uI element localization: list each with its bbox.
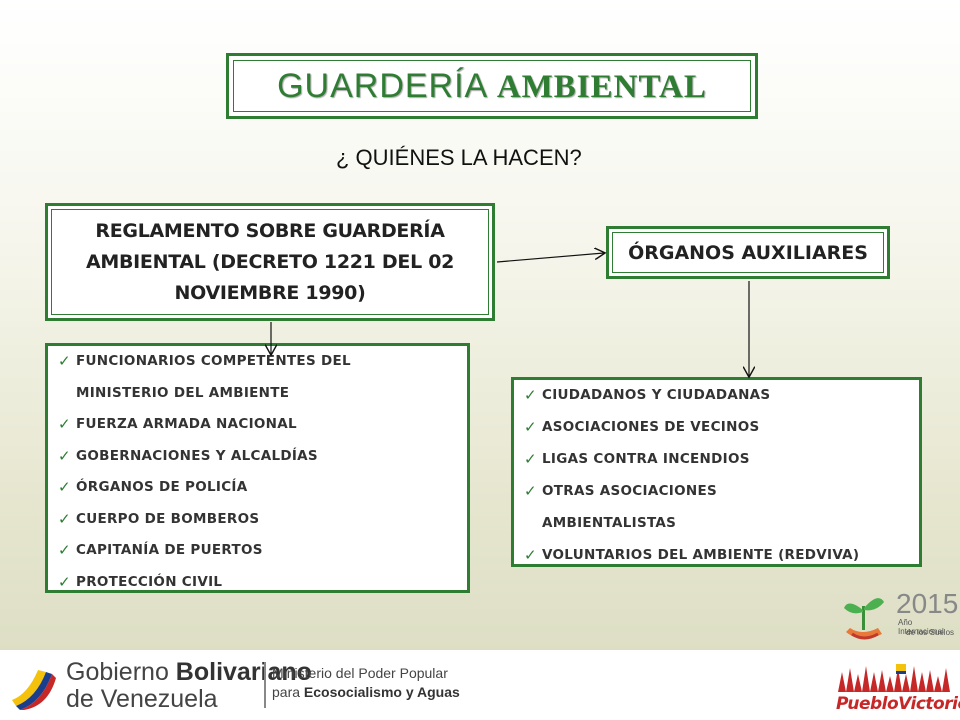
list-item-label: ÓRGANOS DE POLICÍA <box>76 479 248 495</box>
regulation-line: REGLAMENTO SOBRE GUARDERÍA <box>95 220 445 242</box>
government-name-line2: de Venezuela <box>66 685 218 713</box>
check-icon: ✓ <box>58 446 71 465</box>
list-item-label: ASOCIACIONES DE VECINOS <box>542 419 760 435</box>
list-item: ✓MINISTERIO DEL AMBIENTE <box>58 380 351 412</box>
regulation-text: REGLAMENTO SOBRE GUARDERÍA AMBIENTAL (DE… <box>48 216 492 309</box>
year-label: 2015 <box>896 588 959 619</box>
question-heading: ¿ QUIÉNES LA HACEN? <box>336 145 582 170</box>
ministry-word-bold: Ecosocialismo y Aguas <box>303 684 460 700</box>
regulation-line: AMBIENTAL (DECRETO 1221 DEL 02 <box>85 251 455 273</box>
check-icon: ✓ <box>58 415 71 433</box>
list-item: ✓ CIUDADANOS Y CIUDADANAS <box>524 382 859 414</box>
list-item-label: AMBIENTALISTAS <box>542 515 677 531</box>
list-item-label: LIGAS CONTRA INCENDIOS <box>542 451 750 467</box>
crowd-logo-icon <box>838 664 950 692</box>
right-list-box: ✓ CIUDADANOS Y CIUDADANAS ✓ ASOCIACIONES D… <box>511 377 922 567</box>
regulation-inner-frame <box>51 209 489 315</box>
venezuela-flag-icon <box>12 670 56 710</box>
year-caption: de los Suelos <box>906 628 955 637</box>
check-icon: ✓ <box>58 572 71 591</box>
footer-divider <box>264 662 266 708</box>
list-item-label: CUERPO DE BOMBEROS <box>76 510 260 527</box>
title-part1: GUARDERÍA <box>277 66 487 105</box>
list-item: ✓ FUERZA ARMADA NACIONAL <box>58 411 351 443</box>
list-item: ✓ PROTECCIÓN CIVIL <box>58 569 351 601</box>
pueblo-victorioso-logo-text: PuebloVictorioso <box>836 694 960 714</box>
ministry-name-line2: para Ecosocialismo y Aguas <box>272 684 460 700</box>
list-item-label: GOBERNACIONES Y ALCALDÍAS <box>76 447 318 464</box>
list-item-label: FUERZA ARMADA NACIONAL <box>76 416 297 432</box>
list-item: ✓ VOLUNTARIOS DEL AMBIENTE (REDVIVA) <box>524 542 859 574</box>
check-icon: ✓ <box>524 450 537 468</box>
list-item-label: FUNCIONARIOS COMPETENTES DEL <box>76 353 351 369</box>
page-title: GUARDERÍA AMBIENTAL <box>277 67 707 106</box>
check-icon: ✓ <box>58 509 71 528</box>
list-item: ✓ FUNCIONARIOS COMPETENTES DEL <box>58 348 351 380</box>
ministry-name-line1: Ministerio del Poder Popular <box>272 665 448 681</box>
left-list: ✓FUNCIONARIOS COMPETENTES DEL ✓MINISTERI… <box>58 348 351 600</box>
title-part2: AMBIENTAL <box>496 68 707 105</box>
check-icon: ✓ <box>524 546 537 564</box>
auxiliary-organs-box: ÓRGANOS AUXILIARES <box>606 226 890 279</box>
check-icon: ✓ <box>524 482 537 500</box>
check-icon: ✓ <box>58 541 71 559</box>
list-item-label: PROTECCIÓN CIVIL <box>76 573 223 590</box>
left-list-box: ✓FUNCIONARIOS COMPETENTES DEL ✓MINISTERI… <box>45 343 470 593</box>
auxiliary-organs-label: ÓRGANOS AUXILIARES <box>628 241 868 264</box>
title-frame: GUARDERÍA AMBIENTAL <box>226 53 758 119</box>
government-word: Gobierno <box>66 658 176 686</box>
year-caption: Año Internacional <box>898 618 944 636</box>
check-icon: ✓ <box>524 386 537 404</box>
list-item-label: CAPITANÍA DE PUERTOS <box>76 542 263 558</box>
footer-bar: Gobierno Bolivariano de Venezuela Minist… <box>0 650 960 720</box>
list-item-label: OTRAS ASOCIACIONES <box>542 483 718 499</box>
auxiliary-inner-frame <box>612 232 884 273</box>
list-item-label: MINISTERIO DEL AMBIENTE <box>76 384 290 401</box>
list-item: ✓AMBIENTALISTAS <box>524 510 859 542</box>
right-list: ✓ CIUDADANOS Y CIUDADANAS ✓ ASOCIACIONES D… <box>524 382 859 574</box>
list-item: ✓ CUERPO DE BOMBEROS <box>58 506 351 538</box>
list-item: ✓ LIGAS CONTRA INCENDIOS <box>524 446 859 478</box>
check-icon: ✓ <box>524 418 537 436</box>
regulation-box: REGLAMENTO SOBRE GUARDERÍA AMBIENTAL (DE… <box>45 203 495 321</box>
check-icon: ✓ <box>58 352 71 370</box>
list-item: ✓ GOBERNACIONES Y ALCALDÍAS <box>58 443 351 475</box>
list-item: ✓ ASOCIACIONES DE VECINOS <box>524 414 859 446</box>
list-item-label: VOLUNTARIOS DEL AMBIENTE (REDVIVA) <box>542 547 860 563</box>
list-item: ✓ ÓRGANOS DE POLICÍA <box>58 474 351 506</box>
arrow-regulation-to-auxiliary <box>496 253 604 263</box>
list-item: ✓ CAPITANÍA DE PUERTOS <box>58 537 351 569</box>
check-icon: ✓ <box>58 478 71 496</box>
soil-plant-icon <box>844 598 884 640</box>
regulation-line: NOVIEMBRE 1990) <box>174 282 366 304</box>
list-item: ✓ OTRAS ASOCIACIONES <box>524 478 859 510</box>
list-item-label: CIUDADANOS Y CIUDADANAS <box>542 387 771 403</box>
government-word-bold: Bolivariano <box>175 658 312 686</box>
government-name-line1: Gobierno Bolivariano <box>66 658 312 687</box>
ministry-word: para <box>272 684 304 700</box>
title-inner-frame: GUARDERÍA AMBIENTAL <box>233 60 751 112</box>
